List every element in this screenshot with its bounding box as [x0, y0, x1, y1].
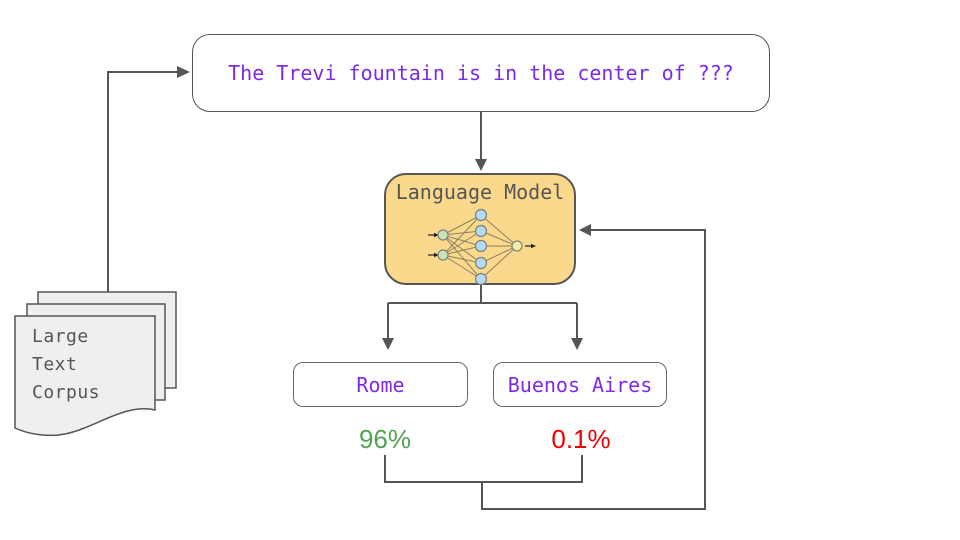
language-model-label: Language Model [395, 180, 565, 204]
corpus-label: Large Text Corpus [32, 323, 100, 407]
model-to-outputs-lines [387, 285, 578, 339]
corpus-label-line2: Text [32, 354, 78, 375]
corpus-label-line1: Large [32, 326, 89, 347]
corpus-to-prompt-arrow-line [107, 71, 178, 292]
arrowhead-feedback-into-model [579, 224, 591, 236]
prompt-box: The Trevi fountain is in the center of ?… [192, 34, 770, 112]
arrowhead-into-buenos-aires [571, 338, 583, 350]
probability-rome: 96% [358, 424, 412, 454]
output-box-buenos-aires: Buenos Aires [493, 362, 667, 407]
arrowhead-into-prompt [177, 66, 190, 78]
prompt-text: The Trevi fountain is in the center of ?… [228, 61, 734, 85]
arrowhead-into-rome [382, 338, 394, 350]
output-box-rome: Rome [293, 362, 468, 407]
arrowhead-into-model [475, 159, 487, 171]
document-stack-icon [14, 291, 177, 437]
output-label-buenos-aires: Buenos Aires [507, 372, 653, 397]
neural-network-icon [428, 208, 536, 285]
language-model-box: Language Model [384, 173, 576, 285]
output-label-rome: Rome [356, 372, 405, 397]
probability-merge-line [384, 455, 583, 483]
corpus-label-line3: Corpus [32, 382, 101, 403]
probability-buenos-aires: 0.1% [551, 424, 611, 454]
feedback-loop-line [481, 229, 706, 510]
